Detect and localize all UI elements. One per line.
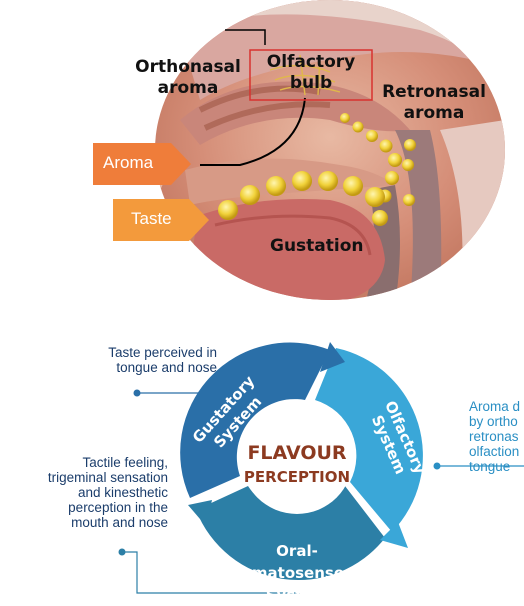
center-title-line2: PERCEPTION bbox=[237, 468, 357, 486]
anatomy-illustration bbox=[0, 0, 524, 305]
orthonasal-aroma-label: Orthonasal aroma bbox=[128, 57, 248, 99]
taste-note: Taste perceived in tongue and nose bbox=[72, 345, 217, 375]
retronasal-aroma-label: Retronasal aroma bbox=[374, 82, 494, 124]
tactile-note: Tactile feeling, trigeminal sensation an… bbox=[10, 455, 168, 530]
center-title-line1: FLAVOUR bbox=[247, 442, 347, 464]
taste-tag-label: Taste bbox=[131, 209, 172, 229]
olfactory-bulb-label: Olfactory bulb bbox=[255, 52, 367, 94]
oral-somatosensory-label: Oral-somatosensory System bbox=[212, 540, 382, 606]
gustation-label: Gustation bbox=[270, 236, 364, 257]
aroma-tag-label: Aroma bbox=[103, 153, 153, 173]
head-cross-section bbox=[150, 0, 510, 305]
aroma-note: Aroma d by ortho retronas olfaction tong… bbox=[469, 399, 524, 474]
